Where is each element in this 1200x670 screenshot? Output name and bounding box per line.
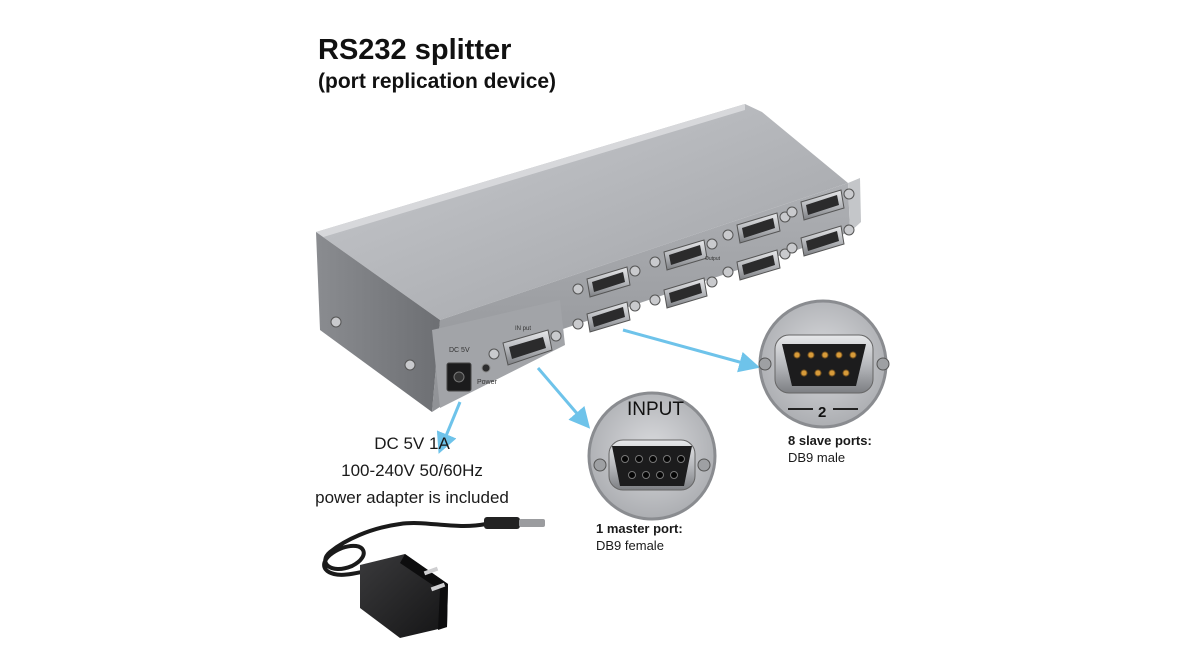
output-port-2 xyxy=(572,265,641,298)
power-label: Power xyxy=(477,379,498,386)
power-spec-line-2: 100-240V 50/60Hz xyxy=(341,461,483,480)
barrel-plug xyxy=(484,517,520,529)
power-led-icon xyxy=(481,363,491,373)
slave-port-caption: 8 slave ports: DB9 male xyxy=(788,432,872,466)
power-spec-line-3: power adapter is included xyxy=(315,488,509,507)
page-subtitle: (port replication device) xyxy=(318,70,557,93)
page-title: RS232 splitter xyxy=(318,34,512,66)
master-port-caption-text: DB9 female xyxy=(596,538,664,553)
device-output-ports xyxy=(572,188,855,333)
output-port-3 xyxy=(649,276,718,309)
power-spec-line-1: DC 5V 1A xyxy=(374,434,450,453)
output-port-7 xyxy=(786,224,855,257)
output-arrow xyxy=(622,328,761,373)
dc-label: DC 5V xyxy=(449,347,470,354)
slave-callout-circle xyxy=(758,299,890,429)
master-port-caption-title: 1 master port: xyxy=(596,521,683,536)
input-label: IN put xyxy=(515,326,531,332)
input-arrow xyxy=(536,367,591,429)
slave-port-caption-text: DB9 male xyxy=(788,450,846,465)
power-adapter xyxy=(322,517,545,638)
master-port-caption: 1 master port: DB9 female xyxy=(596,520,683,554)
output-port-1 xyxy=(572,300,641,333)
plug-prong xyxy=(423,566,439,576)
slave-port-number: 2 xyxy=(818,404,826,421)
output-port-5 xyxy=(722,248,791,281)
power-arrow xyxy=(436,401,462,454)
output-label: Output xyxy=(705,256,721,262)
dc-power-jack xyxy=(446,362,472,392)
output-port-8 xyxy=(786,188,855,221)
power-spec: DC 5V 1A 100-240V 50/60Hz power adapter … xyxy=(312,430,512,511)
callout-arrows xyxy=(436,328,761,454)
device-input-port xyxy=(488,329,562,366)
output-port-4 xyxy=(649,238,718,271)
input-callout-heading: INPUT xyxy=(627,399,684,420)
output-port-6 xyxy=(722,211,791,244)
input-callout-circle xyxy=(587,391,717,521)
plug-prong xyxy=(430,582,446,592)
slave-port-caption-title: 8 slave ports: xyxy=(788,433,872,448)
